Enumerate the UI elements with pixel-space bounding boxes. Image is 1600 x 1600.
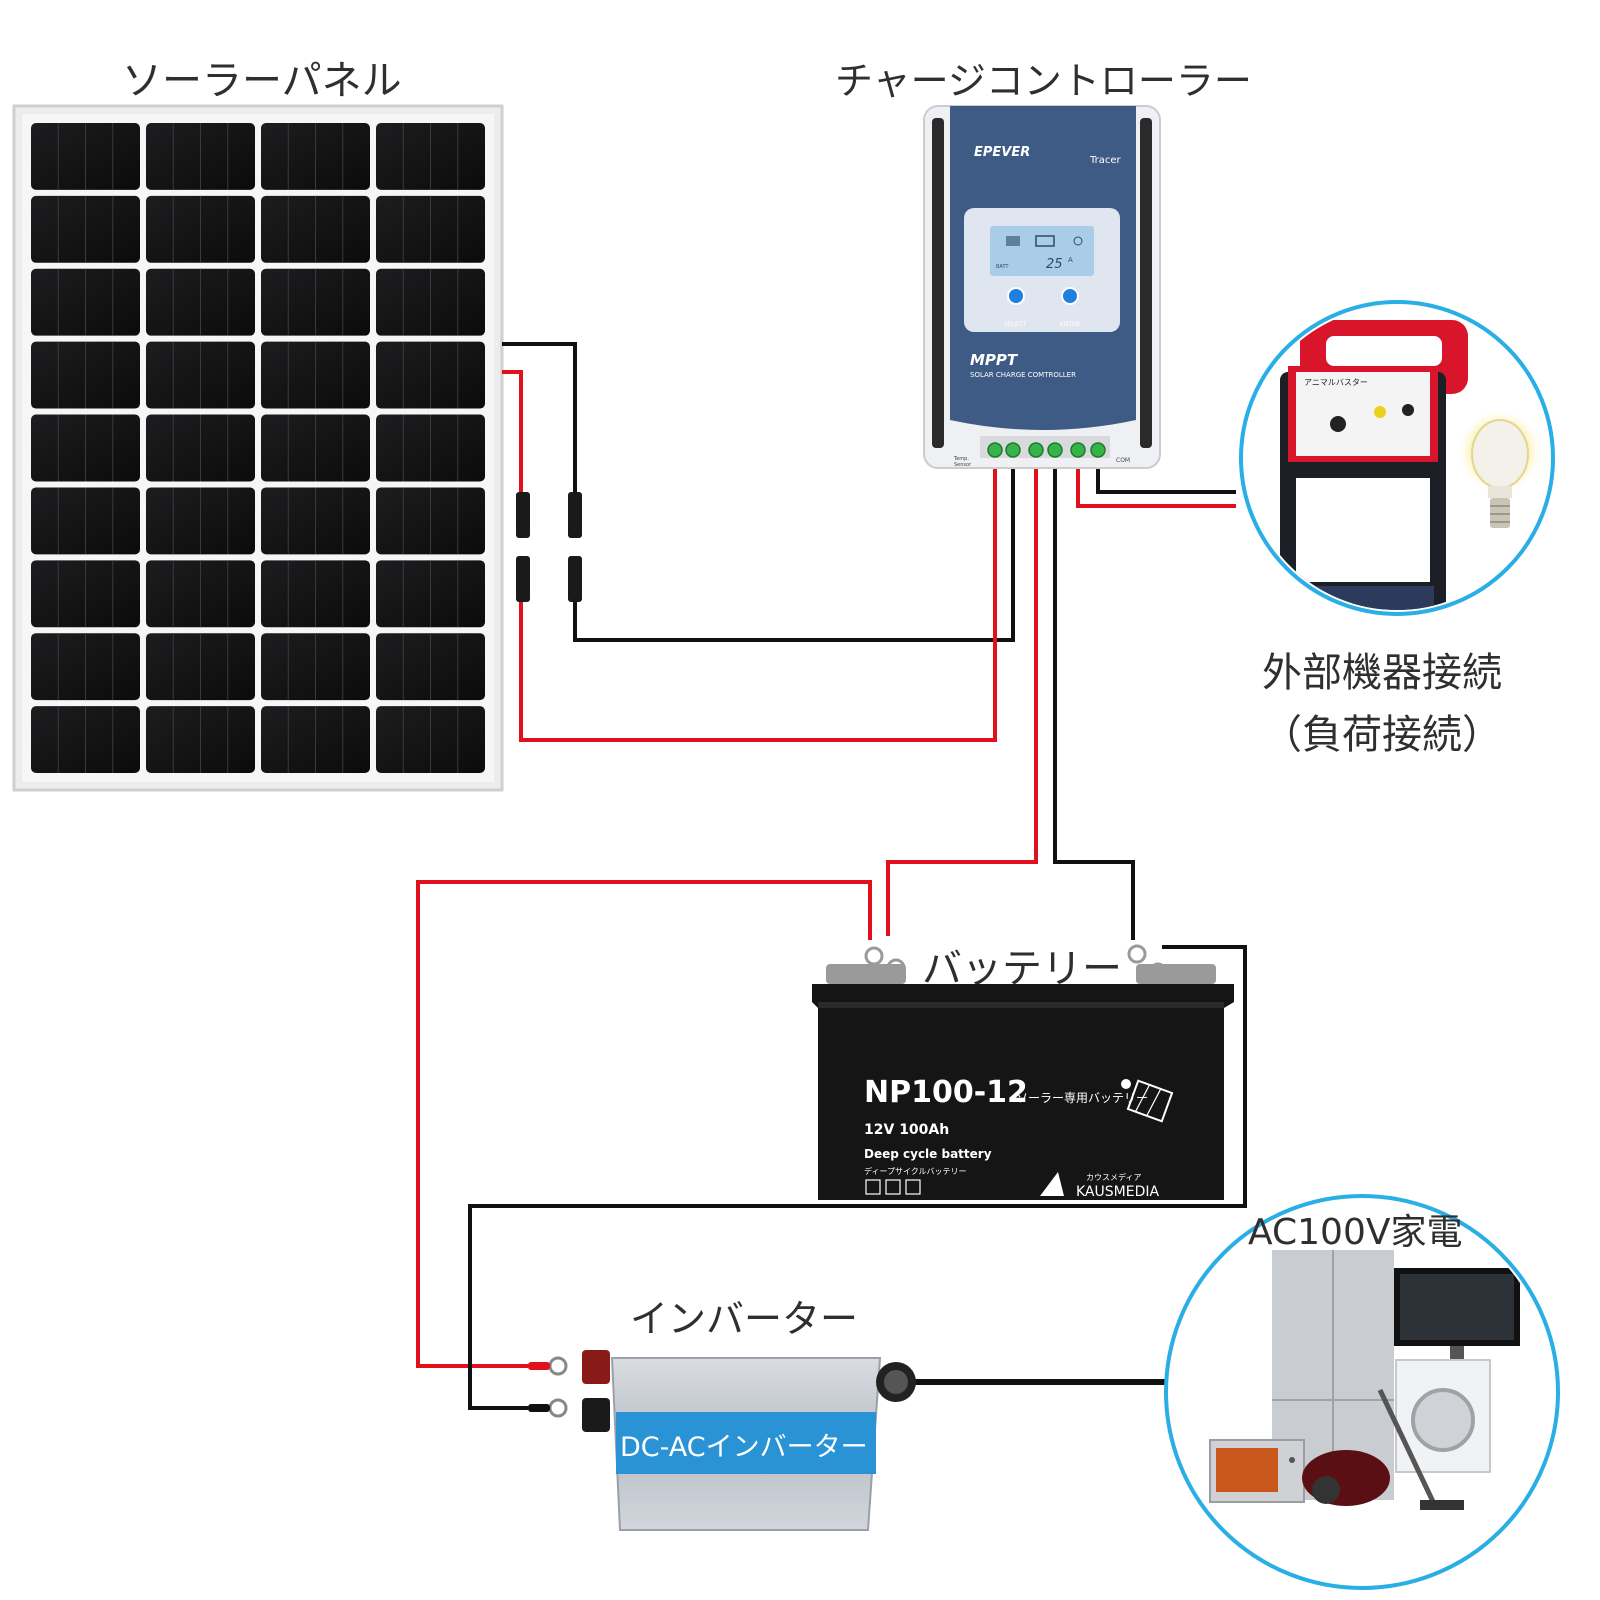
sensor-label: Sensor	[954, 462, 972, 468]
battery-type-jp: ディープサイクルバッテリー	[864, 1166, 967, 1176]
load-circle: アニマルバスター	[1239, 300, 1555, 616]
charge-controller-label: チャージコントローラー	[835, 59, 1252, 103]
vacuum-cleaner-icon	[1302, 1388, 1464, 1510]
load-connection-label: （負荷接続）	[1262, 712, 1502, 758]
bulb-lcd-icon	[1073, 236, 1083, 246]
solar-cell-icon	[1121, 1079, 1174, 1123]
controller-brand: EPEVER	[974, 145, 1030, 160]
battery-maker: KAUSMEDIA	[1076, 1184, 1159, 1200]
select-label: SELECT	[1004, 321, 1027, 328]
battery-model: NP100-12	[864, 1075, 1028, 1110]
external-device-label: 外部機器接続	[1262, 650, 1502, 696]
lcd-value: 25	[1046, 257, 1063, 272]
temp-label: Temp.	[953, 456, 969, 462]
enter-button[interactable]	[1061, 287, 1079, 305]
com-label: COM	[1116, 457, 1130, 464]
terminal-screw	[1028, 442, 1044, 458]
lcd-unit: A	[1068, 256, 1073, 264]
terminal-screw	[1047, 442, 1063, 458]
wires	[416, 342, 1247, 1410]
fence-device-name: アニマルバスター	[1304, 378, 1368, 387]
solar-lcd-icon	[1006, 236, 1020, 246]
certification-icons	[865, 1179, 921, 1195]
solar-panel	[12, 104, 504, 792]
lcd-batt: BATT	[996, 264, 1009, 270]
inverter-band-text: DC-ACインバーター	[620, 1432, 868, 1463]
mppt-label: MPPT	[970, 351, 1019, 369]
ac-appliances-circle	[1164, 1194, 1560, 1590]
microwave-icon	[1209, 1439, 1305, 1503]
battery-lcd-icon	[1035, 235, 1055, 247]
enter-label: ENTER	[1060, 321, 1080, 328]
terminal-block	[980, 436, 1110, 458]
inverter-positive-terminal	[582, 1350, 610, 1384]
terminal-screw	[1070, 442, 1086, 458]
light-bulb-icon	[1456, 412, 1544, 528]
fence-energizer-device: アニマルバスター	[1280, 320, 1468, 610]
battery-negative-terminal	[1127, 944, 1147, 964]
terminal-screw	[987, 442, 1003, 458]
battery-positive-terminal	[864, 946, 884, 966]
inverter-unit: DC-ACインバーター	[528, 1350, 916, 1531]
solar-panel-label: ソーラーパネル	[122, 58, 402, 104]
controller-model: Tracer	[1089, 155, 1122, 166]
controller-subtitle: SOLAR CHARGE COMTROLLER	[970, 371, 1076, 379]
inverter-negative-terminal	[582, 1398, 610, 1432]
television-icon	[1394, 1268, 1520, 1360]
inverter-label: インバーター	[630, 1297, 859, 1341]
ac-appliances-label: AC100V家電	[1248, 1212, 1462, 1253]
battery-unit: NP100-12 ソーラー専用バッテリー 12V 100Ah Deep cycl…	[812, 944, 1234, 1200]
inverter-band	[616, 1412, 876, 1474]
terminal-screw	[1005, 442, 1021, 458]
battery-positive-lug	[886, 958, 906, 978]
battery-model-sub: ソーラー専用バッテリー	[1016, 1091, 1148, 1105]
select-button[interactable]	[1007, 287, 1025, 305]
mc4-connectors	[516, 492, 582, 602]
battery-type-en: Deep cycle battery	[864, 1147, 992, 1161]
battery-negative-lug	[1148, 962, 1168, 982]
kausmedia-logo-icon	[1040, 1172, 1064, 1196]
charge-controller: EPEVER Tracer 25 A BATT SELECT ENTER MPP…	[923, 105, 1161, 469]
battery-spec: 12V 100Ah	[864, 1122, 949, 1138]
terminal-screw	[1090, 442, 1106, 458]
battery-maker-kana: カウスメディア	[1086, 1172, 1141, 1182]
